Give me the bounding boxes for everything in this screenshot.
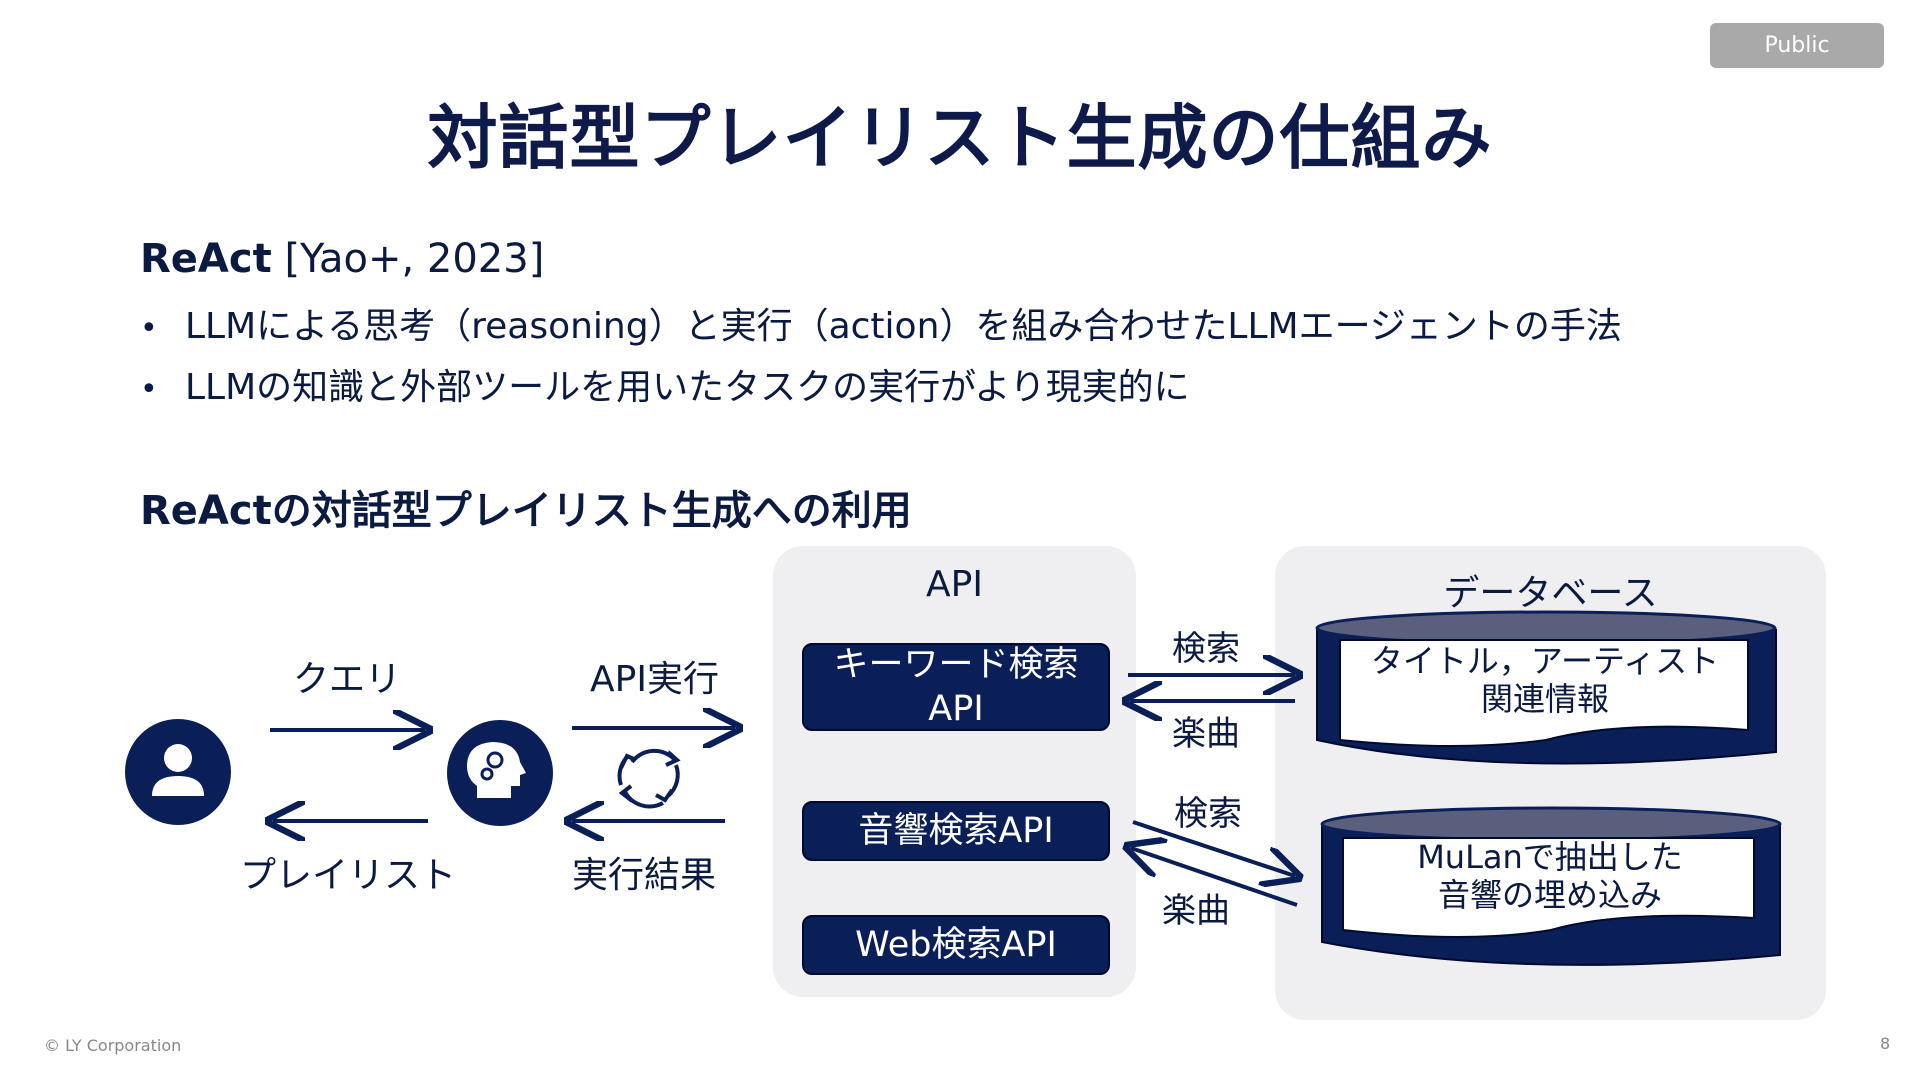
acoustic-music-label: 楽曲 [1162,891,1230,931]
api-panel-title: API [926,564,983,605]
bullet-dot: • [140,311,158,346]
slide-title: 対話型プレイリスト生成の仕組み [427,97,1493,179]
footer-copyright: © LY Corporation [44,1036,182,1055]
bullet-text: LLMの知識と外部ツールを用いたタスクの実行がより現実的に [185,367,1190,408]
react-name: ReAct [140,236,272,282]
database-cylinder-2 [1320,806,1782,966]
brain-gear-icon [447,720,553,826]
api-exec-label: API実行 [590,659,719,700]
user-icon [125,719,231,825]
web-search-api-button[interactable]: Web検索API [802,915,1110,975]
bullet-text: LLMによる思考（reasoning）と実行（action）を組み合わせたLLM… [185,306,1622,347]
bullet-list: • LLMによる思考（reasoning）と実行（action）を組み合わせたL… [140,297,1622,419]
acoustic-search-arrow [1132,820,1295,876]
database-2-label: MuLanで抽出した 音響の埋め込み [1417,838,1683,914]
playlist-label: プレイリスト [240,855,457,896]
database-1-label: タイトル，アーティスト 関連情報 [1370,642,1720,718]
database-cylinder-1 [1315,610,1777,765]
query-label: クエリ [293,659,402,700]
page-number: 8 [1880,1034,1891,1053]
keyword-search-api-button[interactable]: キーワード検索 API [802,643,1110,731]
bullet-dot: • [140,372,158,407]
exec-result-label: 実行結果 [572,855,717,896]
react-citation: [Yao+, 2023] [284,236,545,282]
keyword-music-label: 楽曲 [1172,714,1240,754]
bullet-item: • LLMの知識と外部ツールを用いたタスクの実行がより現実的に [140,358,1622,419]
bullet-item: • LLMによる思考（reasoning）と実行（action）を組み合わせたL… [140,297,1622,358]
acoustic-music-arrow [1131,848,1298,907]
acoustic-search-api-button[interactable]: 音響検索API [802,801,1110,861]
refresh-cycle-icon [617,748,681,809]
react-usage-heading: ReActの対話型プレイリスト生成への利用 [140,488,912,534]
react-heading: ReAct [Yao+, 2023] [140,236,544,282]
public-badge: Public [1710,23,1884,68]
acoustic-search-label: 検索 [1174,794,1242,834]
keyword-search-label: 検索 [1172,629,1240,669]
database-panel-title: データベース [1443,573,1658,614]
